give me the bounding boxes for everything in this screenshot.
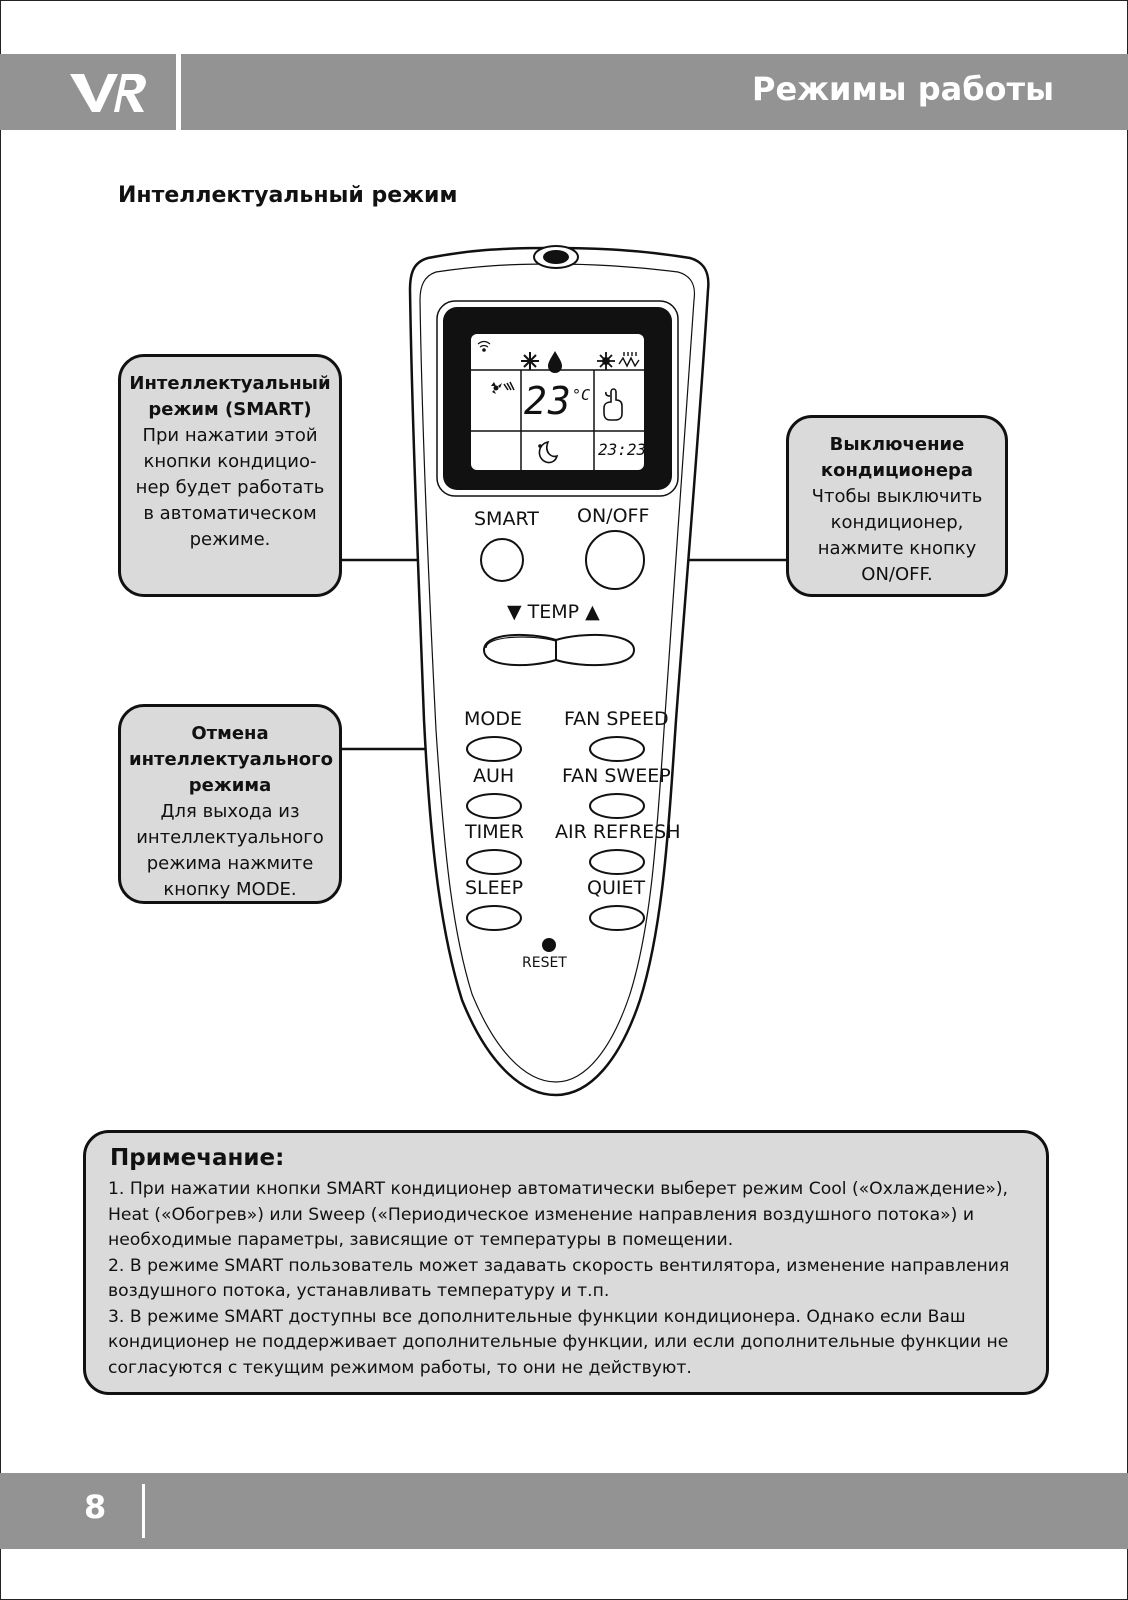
signal-icon [477, 340, 491, 352]
note-item: 1. При нажатии кнопки SMART кондиционер … [108, 1179, 1009, 1250]
air-refresh-button-label: AIR REFRESH [555, 821, 681, 843]
sleep-button-shape [466, 905, 522, 931]
timer-button-shape [466, 849, 522, 875]
callout-cancel-body: Для выхода из интеллектуального режима н… [136, 801, 324, 900]
heater-icon [618, 352, 640, 368]
reset-button-label: RESET [522, 955, 567, 971]
callout-smart-title: Интеллектуальный режим (SMART) [129, 373, 331, 420]
note-title: Примечание: [110, 1145, 285, 1171]
moon-icon [538, 440, 559, 464]
lcd-screen [471, 334, 644, 470]
snowflake-icon [521, 352, 539, 370]
auh-button-label: AUH [473, 765, 515, 787]
drop-icon [548, 351, 562, 373]
fan-speed-button-label: FAN SPEED [564, 708, 669, 730]
auh-button-shape [466, 793, 522, 819]
quiet-button-shape [589, 905, 645, 931]
footer-separator [142, 1484, 145, 1538]
callout-onoff-title: Выключение кондиционера [820, 434, 974, 481]
page-subtitle: Интеллектуальный режим [118, 183, 458, 208]
timer-button-label: TIMER [465, 821, 524, 843]
callout-onoff-body: Чтобы выключить кондиционер, нажмите кно… [811, 486, 983, 585]
quiet-button-label: QUIET [587, 877, 646, 899]
mode-button-shape [466, 736, 522, 762]
section-title: Режимы работы [752, 70, 1054, 108]
air-refresh-button-shape [589, 849, 645, 875]
page-number: 8 [84, 1488, 107, 1526]
mode-button-label: MODE [464, 708, 522, 730]
footer-bar [0, 1473, 1128, 1549]
sun-icon [597, 352, 615, 370]
onoff-button-shape [585, 530, 645, 590]
lcd-temperature: 23 [524, 379, 572, 423]
smart-button-label: SMART [474, 508, 539, 530]
header-bar [0, 54, 1128, 130]
sleep-button-label: SLEEP [465, 877, 524, 899]
remote-body-inner [419, 263, 696, 1083]
fan-sweep-button-label: FAN SWEEP [562, 765, 671, 787]
vr-logo [70, 74, 146, 112]
header-separator [176, 54, 181, 130]
lcd-temperature-unit: °C [572, 386, 591, 404]
callout-cancel: Отмена интеллектуального режима Для выхо… [118, 704, 342, 904]
note-item: 3. В режиме SMART доступны все дополните… [108, 1306, 1009, 1378]
fan-icon [491, 381, 515, 394]
fan-sweep-button-shape [589, 793, 645, 819]
temp-button-label: ▼ TEMP ▲ [507, 601, 600, 623]
smart-button-shape [480, 538, 524, 582]
temp-button-shape [482, 633, 636, 667]
fan-speed-button-shape [589, 736, 645, 762]
hand-icon [603, 388, 623, 421]
callout-smart-body: При нажатии этой кнопки кондицио-нер буд… [135, 425, 325, 550]
lcd-clock: 23:23 [598, 440, 647, 459]
callout-smart: Интеллектуальный режим (SMART) При нажат… [118, 354, 342, 597]
reset-button-shape [542, 938, 556, 952]
note-box: Примечание: 1. При нажатии кнопки SMART … [83, 1130, 1049, 1395]
callout-onoff: Выключение кондиционера Чтобы выключить … [786, 415, 1008, 597]
onoff-button-label: ON/OFF [577, 505, 650, 527]
note-item: 2. В режиме SMART пользователь может зад… [108, 1255, 1010, 1302]
callout-cancel-title: Отмена интеллектуального режима [129, 723, 333, 796]
